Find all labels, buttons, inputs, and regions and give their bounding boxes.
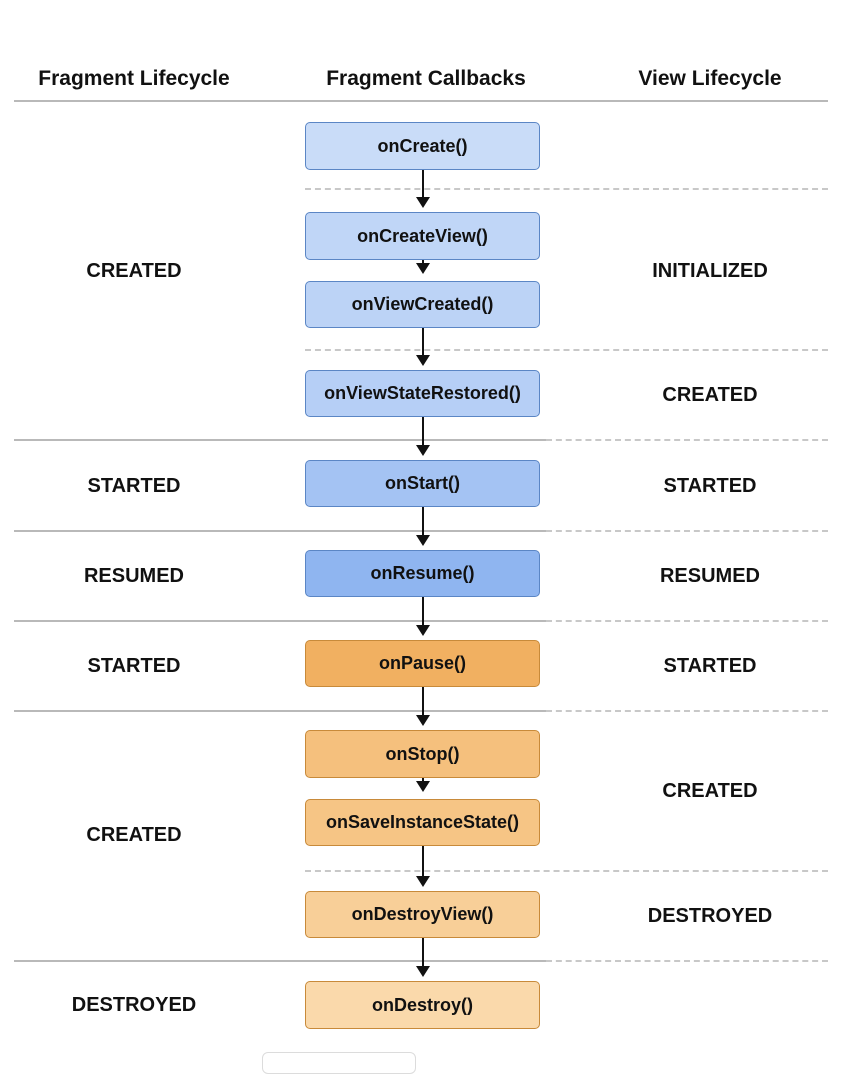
flow-connector — [422, 260, 424, 263]
fragment-state-divider — [14, 620, 546, 622]
view-state-destroyed: DESTROYED — [647, 905, 773, 927]
header-view-lifecycle: View Lifecycle — [638, 67, 782, 90]
view-state-created: CREATED — [662, 780, 758, 802]
flow-arrowhead — [416, 535, 430, 546]
callback-on-save-instance-state: onSaveInstanceState() — [305, 799, 540, 846]
fragment-state-divider — [14, 960, 546, 962]
view-state-divider — [546, 960, 828, 962]
fragment-state-divider — [14, 530, 546, 532]
callback-on-view-state-restored: onViewStateRestored() — [305, 370, 540, 417]
flow-arrowhead — [416, 966, 430, 977]
view-state-started: STARTED — [663, 475, 757, 497]
callback-on-create-view: onCreateView() — [305, 212, 540, 260]
fragment-state-created: CREATED — [86, 260, 182, 282]
partial-button-outline — [262, 1052, 416, 1074]
view-state-divider — [305, 188, 828, 190]
fragment-state-divider — [14, 710, 546, 712]
flow-arrowhead — [416, 445, 430, 456]
view-state-created: CREATED — [662, 384, 758, 406]
flow-connector — [422, 417, 424, 446]
header-fragment-lifecycle: Fragment Lifecycle — [38, 67, 230, 90]
flow-arrowhead — [416, 197, 430, 208]
fragment-state-resumed: RESUMED — [83, 565, 184, 587]
fragment-state-started: STARTED — [87, 655, 181, 677]
fragment-state-created: CREATED — [86, 824, 182, 846]
callback-on-view-created: onViewCreated() — [305, 281, 540, 328]
fragment-state-started: STARTED — [87, 475, 181, 497]
view-state-divider — [546, 710, 828, 712]
view-state-resumed: RESUMED — [659, 565, 760, 587]
view-state-divider — [305, 349, 828, 351]
flow-arrowhead — [416, 876, 430, 887]
callback-on-start: onStart() — [305, 460, 540, 507]
flow-connector — [422, 507, 424, 536]
header-divider — [14, 100, 828, 102]
view-state-divider — [546, 530, 828, 532]
view-state-initialized: INITIALIZED — [652, 260, 768, 282]
flow-arrowhead — [416, 781, 430, 792]
flow-connector — [422, 170, 424, 198]
callback-on-destroy-view: onDestroyView() — [305, 891, 540, 938]
flow-connector — [422, 687, 424, 716]
view-state-divider — [305, 870, 828, 872]
view-state-divider — [546, 620, 828, 622]
callback-on-resume: onResume() — [305, 550, 540, 597]
header-fragment-callbacks: Fragment Callbacks — [326, 67, 526, 90]
callback-on-stop: onStop() — [305, 730, 540, 778]
fragment-state-destroyed: DESTROYED — [71, 994, 197, 1016]
view-state-started: STARTED — [663, 655, 757, 677]
flow-arrowhead — [416, 715, 430, 726]
flow-arrowhead — [416, 355, 430, 366]
flow-arrowhead — [416, 625, 430, 636]
callback-on-create: onCreate() — [305, 122, 540, 170]
flow-connector — [422, 938, 424, 967]
callback-on-pause: onPause() — [305, 640, 540, 687]
callback-on-destroy: onDestroy() — [305, 981, 540, 1029]
view-state-divider — [546, 439, 828, 441]
flow-arrowhead — [416, 263, 430, 274]
flow-connector — [422, 846, 424, 876]
fragment-state-divider — [14, 439, 546, 441]
flow-connector — [422, 597, 424, 626]
flow-connector — [422, 778, 424, 781]
flow-connector — [422, 328, 424, 356]
